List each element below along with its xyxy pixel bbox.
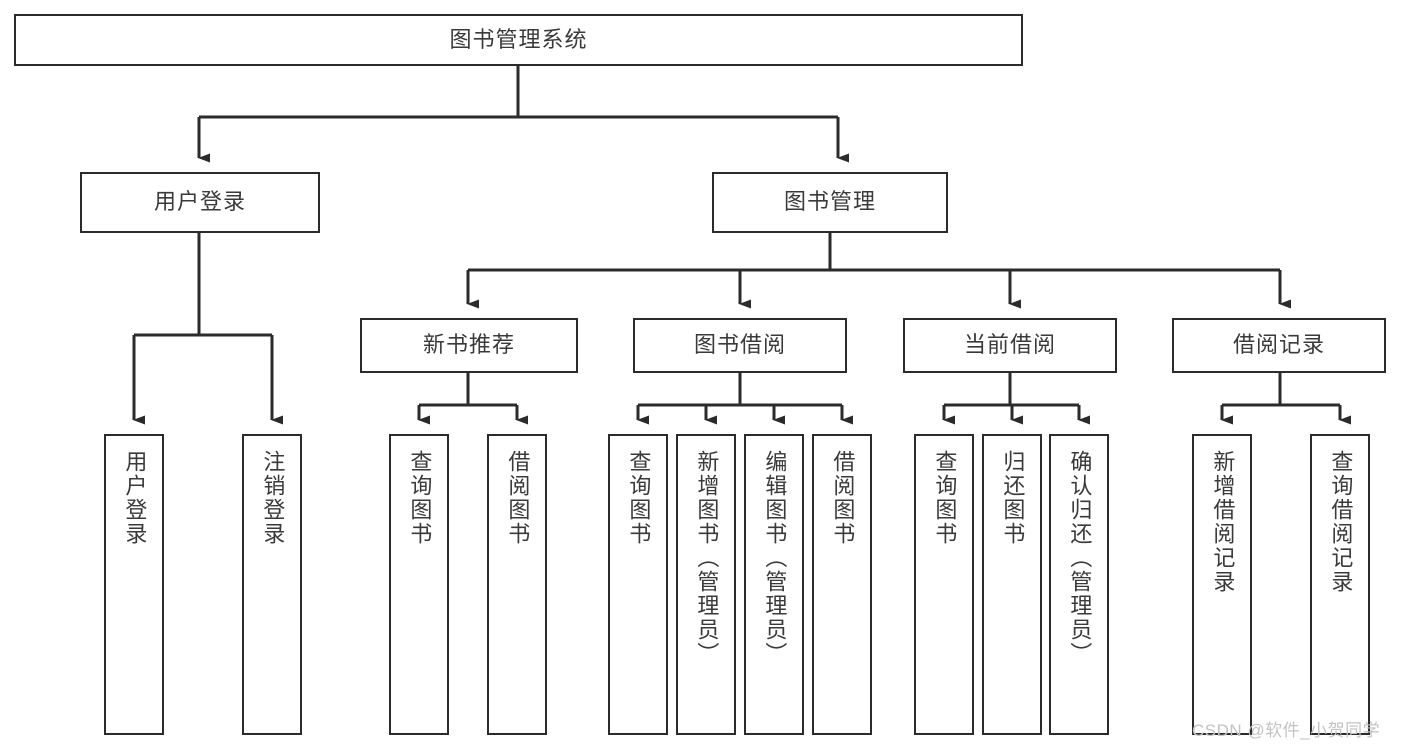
node-borrow-add-book[interactable]: 新增图书（管理员） bbox=[676, 434, 736, 735]
node-borrow-query-book[interactable]: 查询图书 bbox=[608, 434, 668, 735]
node-borrow-record[interactable]: 借阅记录 bbox=[1172, 318, 1386, 373]
node-record-query[interactable]: 查询借阅记录 bbox=[1310, 434, 1370, 735]
node-record-query-label: 查询借阅记录 bbox=[1328, 450, 1354, 594]
node-recommend-borrow-book-label: 借阅图书 bbox=[505, 450, 531, 546]
node-borrow-record-label: 借阅记录 bbox=[1232, 332, 1325, 358]
node-current-confirm-return[interactable]: 确认归还（管理员） bbox=[1049, 434, 1109, 735]
node-current-return-book-label: 归还图书 bbox=[1000, 450, 1026, 546]
node-new-book-recommend-label: 新书推荐 bbox=[422, 332, 515, 358]
node-current-return-book[interactable]: 归还图书 bbox=[982, 434, 1042, 735]
node-user-login-leaf[interactable]: 用户登录 bbox=[104, 434, 164, 735]
node-recommend-query-book[interactable]: 查询图书 bbox=[389, 434, 449, 735]
node-user-login[interactable]: 用户登录 bbox=[80, 172, 320, 233]
node-record-add-label: 新增借阅记录 bbox=[1210, 450, 1236, 594]
node-current-borrow-label: 当前借阅 bbox=[963, 332, 1056, 358]
node-borrow-edit-book-label: 编辑图书（管理员） bbox=[762, 450, 788, 666]
node-user-logout-leaf-label: 注销登录 bbox=[260, 450, 286, 546]
node-record-add[interactable]: 新增借阅记录 bbox=[1192, 434, 1252, 735]
node-borrow-add-book-label: 新增图书（管理员） bbox=[694, 450, 720, 666]
node-book-borrow-label: 图书借阅 bbox=[693, 332, 786, 358]
node-borrow-borrow-book-label: 借阅图书 bbox=[830, 450, 856, 546]
node-new-book-recommend[interactable]: 新书推荐 bbox=[360, 318, 578, 373]
node-current-query-book[interactable]: 查询图书 bbox=[914, 434, 974, 735]
node-book-management-label: 图书管理 bbox=[783, 189, 876, 215]
node-root[interactable]: 图书管理系统 bbox=[14, 14, 1023, 66]
node-user-logout-leaf[interactable]: 注销登录 bbox=[242, 434, 302, 735]
node-user-login-label: 用户登录 bbox=[153, 189, 246, 215]
node-current-query-book-label: 查询图书 bbox=[932, 450, 958, 546]
node-current-confirm-return-label: 确认归还（管理员） bbox=[1067, 450, 1093, 666]
csdn-watermark: CSDN @软件_小贺同学 bbox=[1192, 721, 1381, 740]
node-book-borrow[interactable]: 图书借阅 bbox=[633, 318, 847, 373]
node-recommend-query-book-label: 查询图书 bbox=[407, 450, 433, 546]
node-current-borrow[interactable]: 当前借阅 bbox=[903, 318, 1117, 373]
node-root-label: 图书管理系统 bbox=[449, 26, 588, 52]
node-recommend-borrow-book[interactable]: 借阅图书 bbox=[487, 434, 547, 735]
node-borrow-edit-book[interactable]: 编辑图书（管理员） bbox=[744, 434, 804, 735]
node-book-management[interactable]: 图书管理 bbox=[712, 172, 948, 233]
node-user-login-leaf-label: 用户登录 bbox=[122, 450, 148, 546]
node-borrow-query-book-label: 查询图书 bbox=[626, 450, 652, 546]
node-borrow-borrow-book[interactable]: 借阅图书 bbox=[812, 434, 872, 735]
